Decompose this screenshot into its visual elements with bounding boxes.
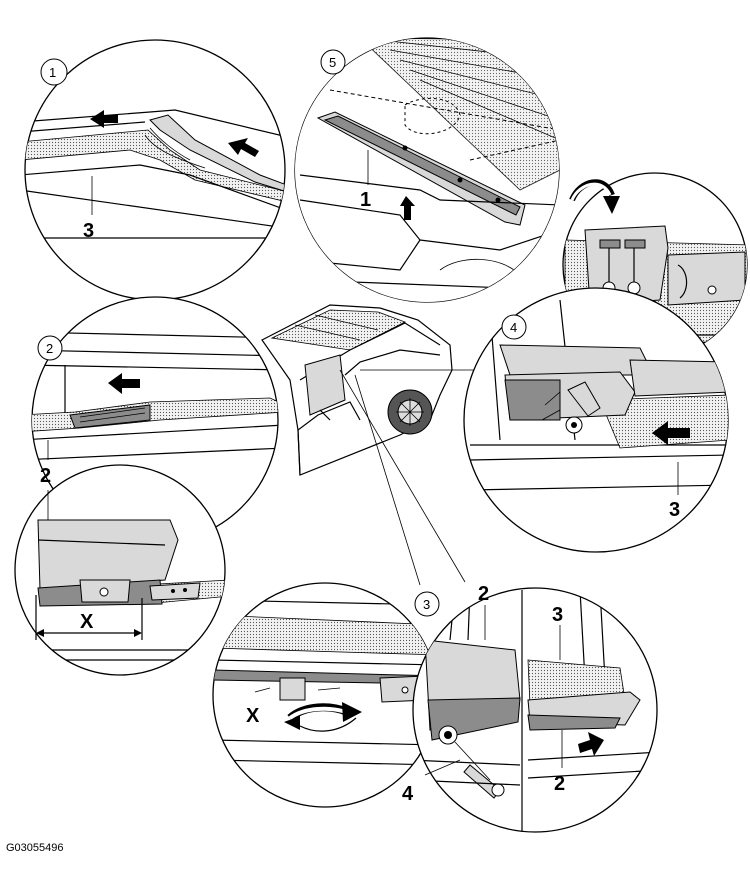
detail-3x-clip-rotate: X (212, 582, 438, 808)
part-label: 3 (83, 220, 94, 242)
up-arrow-icon (400, 196, 415, 220)
detail-2x-clip-dimension: X (14, 464, 226, 676)
left-arrow-icon (578, 732, 604, 756)
callout-circle (501, 314, 527, 340)
part-label: 1 (360, 189, 371, 211)
callout-number: 3 (423, 597, 430, 612)
dimension-label: X (80, 611, 94, 633)
detail-3-bolt-removal: 3 2 3 4 2 (402, 583, 658, 833)
car-overview (261, 304, 575, 586)
left-arrow-icon (652, 421, 690, 445)
left-arrow-icon (228, 138, 259, 157)
detail-4-trim-removal: 4 3 (463, 287, 729, 553)
part-label: 4 (402, 783, 414, 805)
callout-number: 2 (46, 341, 53, 356)
callout-circle (320, 49, 346, 75)
rotate-arrow-icon (342, 702, 362, 722)
callout-number: 4 (510, 320, 517, 335)
callout-circle (40, 58, 68, 86)
detail-5-rail-removal: 1 5 (294, 37, 560, 303)
callout-circle (37, 335, 63, 361)
left-arrow-icon (90, 110, 118, 128)
rotate-arrow-icon (284, 716, 300, 730)
part-label: 2 (40, 465, 51, 487)
detail-1-seal-removal: 3 1 (24, 39, 286, 301)
part-label: 2 (478, 583, 489, 605)
left-arrow-icon (108, 373, 140, 394)
rotate-arrow-icon (603, 196, 620, 214)
callout-number: 1 (49, 65, 56, 80)
figure-code: G03055496 (6, 842, 64, 854)
part-label: 2 (554, 773, 565, 795)
callout-number: 5 (329, 55, 336, 70)
dimension-label: X (246, 705, 260, 727)
callout-circle (414, 591, 440, 617)
part-label: 3 (552, 604, 563, 626)
part-label: 3 (669, 499, 680, 521)
